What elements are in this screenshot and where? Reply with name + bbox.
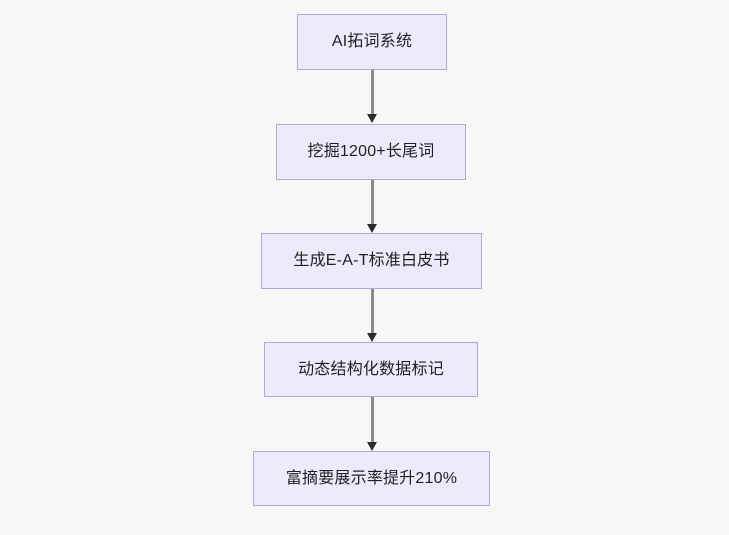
flow-node-ai-keyword-system[interactable]: AI拓词系统 <box>297 14 447 70</box>
flow-arrowhead-1 <box>366 114 377 123</box>
flow-node-label: 挖掘1200+长尾词 <box>307 143 435 160</box>
flow-connector-2 <box>370 180 374 225</box>
flow-node-label: 生成E-A-T标准白皮书 <box>293 252 450 269</box>
flow-node-label: 动态结构化数据标记 <box>298 360 444 378</box>
flow-arrowhead-2 <box>366 224 377 233</box>
flow-arrowhead-4 <box>366 442 377 451</box>
flow-node-dynamic-structured-data-markup[interactable]: 动态结构化数据标记 <box>264 342 478 397</box>
flow-node-label: 富摘要展示率提升210% <box>285 469 458 487</box>
flow-connector-4 <box>370 397 374 442</box>
flow-node-mine-longtail-keywords[interactable]: 挖掘1200+长尾词 <box>276 124 466 180</box>
flow-arrowhead-3 <box>366 333 377 342</box>
flow-node-rich-snippet-rate-increase[interactable]: 富摘要展示率提升210% <box>253 451 490 506</box>
flow-node-generate-eat-whitepaper[interactable]: 生成E-A-T标准白皮书 <box>261 233 482 289</box>
flow-connector-1 <box>370 70 374 115</box>
flow-node-label: AI拓词系统 <box>331 33 413 50</box>
flow-connector-3 <box>370 289 374 333</box>
